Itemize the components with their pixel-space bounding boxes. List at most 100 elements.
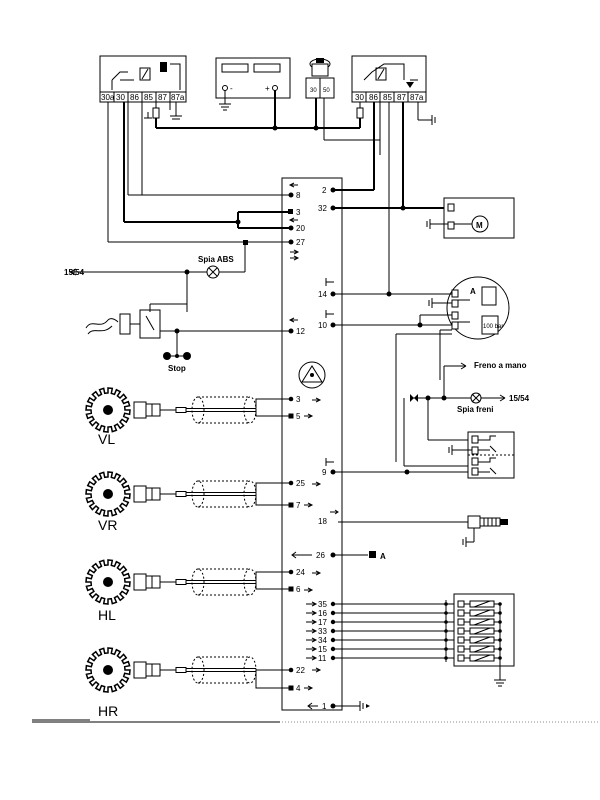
relay-right-pin-87a: 87a: [410, 93, 424, 102]
pressure-bar-label: 100 bar: [483, 324, 503, 330]
relay-right-coil-icon: [363, 63, 418, 88]
ecu-node-top: [288, 667, 294, 673]
ecu-pin-11: 11: [318, 654, 327, 663]
shield-end-left: [191, 656, 205, 684]
sensor-plug: [175, 667, 187, 673]
wire-to-ecu-top: [255, 668, 289, 671]
ecu-node-top: [288, 480, 294, 486]
ecu-pin-35: 35: [318, 600, 327, 609]
valve-terminal: [457, 627, 465, 635]
ignition-switch: 30 50: [305, 58, 335, 99]
valve-terminal: [457, 654, 465, 662]
ecu-pin-label: 25: [296, 479, 305, 488]
wheel-label: HR: [98, 703, 118, 719]
pin18-sensor: [462, 515, 508, 547]
valve-terminal: [457, 600, 465, 608]
valve-terminal: [457, 618, 465, 626]
shield-end-left: [191, 568, 205, 596]
shield-end-right: [243, 656, 257, 684]
sensor-body: [145, 663, 161, 677]
ecu-pin-27: 27: [296, 238, 305, 247]
ecu-pin-15: 15: [318, 645, 327, 654]
hub-icon: [103, 489, 113, 499]
valve-coil-diag: [473, 600, 491, 608]
ignition-key-icon: [309, 58, 331, 77]
ecu-node-bottom: [288, 685, 294, 691]
wheel-sensor-hr: 22 4HR: [85, 647, 305, 719]
relay-right-pin-86: 86: [369, 93, 378, 102]
ecu-pin-33: 33: [318, 627, 327, 636]
brake-warning-circuit: 15/54 Freno a mano Spia freni: [403, 360, 530, 479]
bus-node: [330, 619, 336, 625]
ecu-pin-label: 5: [296, 412, 301, 421]
ecu-pin-3: 3: [296, 208, 301, 217]
ecu-pin-label: 4: [296, 684, 301, 693]
sensor-body: [145, 575, 161, 589]
sensor-body: [145, 487, 161, 501]
ecu-pin-label: 3: [296, 395, 301, 404]
ecu-pin-1: 1: [322, 702, 327, 711]
ecu-pin-16: 16: [318, 609, 327, 618]
wheel-label: VR: [98, 517, 117, 533]
spia-abs-lamp-icon: [206, 265, 220, 279]
sensor-plug: [175, 491, 187, 497]
sensor-head: [133, 485, 147, 503]
sensor-plug: [175, 407, 187, 413]
hub-icon: [103, 405, 113, 415]
shield-end-right: [243, 480, 257, 508]
bus-arrow: [306, 610, 318, 616]
wire-to-ecu-bottom: [255, 411, 289, 417]
pressure-a-label: A: [470, 287, 476, 296]
relay-right-pin-87: 87: [397, 93, 406, 102]
footer-lines: [32, 719, 600, 723]
ground-icon: [219, 90, 231, 111]
wheel-label: VL: [98, 431, 115, 447]
ecu-node-top: [288, 569, 294, 575]
battery: - +: [215, 57, 291, 111]
valve-terminal: [457, 636, 465, 644]
relay-right-pin-30: 30: [355, 93, 364, 102]
ecu-right-connections: 2 32 14 10 9 18 26 A: [291, 102, 472, 711]
ecu-node-bottom: [288, 413, 294, 419]
switch-pin-30: 30: [310, 88, 317, 94]
brake-pedal-icon: [85, 318, 119, 335]
wire-to-ecu-bottom: [255, 671, 289, 689]
valve-terminal: [457, 609, 465, 617]
bus-arrow: [306, 619, 318, 625]
bus-node: [330, 637, 336, 643]
valve-coils: [457, 600, 502, 662]
wire-to-ecu-bottom: [255, 583, 289, 590]
ecu-pin-12: 12: [296, 327, 305, 336]
spia-abs-label: Spia ABS: [198, 255, 234, 264]
battery-plus-label: +: [265, 84, 270, 93]
valve-coil-diag: [473, 609, 491, 617]
relay-left-pin-30: 30: [116, 93, 125, 102]
bus-arrow: [306, 646, 318, 652]
ecu-pin-label: 24: [296, 568, 305, 577]
bus-arrow: [306, 628, 318, 634]
bus-node: [330, 610, 336, 616]
ecu-pin-8: 8: [296, 191, 301, 200]
freno-a-mano-label: Freno a mano: [474, 361, 527, 370]
valve-coil-diag: [473, 654, 491, 662]
bus-arrow: [306, 601, 318, 607]
sensor-head: [133, 401, 147, 419]
ecu-pin-10: 10: [318, 321, 327, 330]
ecu-node-bottom: [288, 586, 294, 592]
valve-coil-diag: [473, 618, 491, 626]
valve-terminal: [457, 645, 465, 653]
valve-coil-diag: [473, 636, 491, 644]
shield-end-left: [191, 396, 205, 424]
motor-label: M: [476, 221, 483, 230]
ecu-arrows: [290, 255, 334, 691]
sensor-head: [133, 661, 147, 679]
ecu-pin-34: 34: [318, 636, 327, 645]
relay-right: 30 86 85 87 87a: [351, 55, 427, 103]
bus-node: [330, 655, 336, 661]
wire-to-ecu-top: [255, 398, 289, 409]
ecu-node-top: [288, 396, 294, 402]
ecu-pin-label: 22: [296, 666, 305, 675]
